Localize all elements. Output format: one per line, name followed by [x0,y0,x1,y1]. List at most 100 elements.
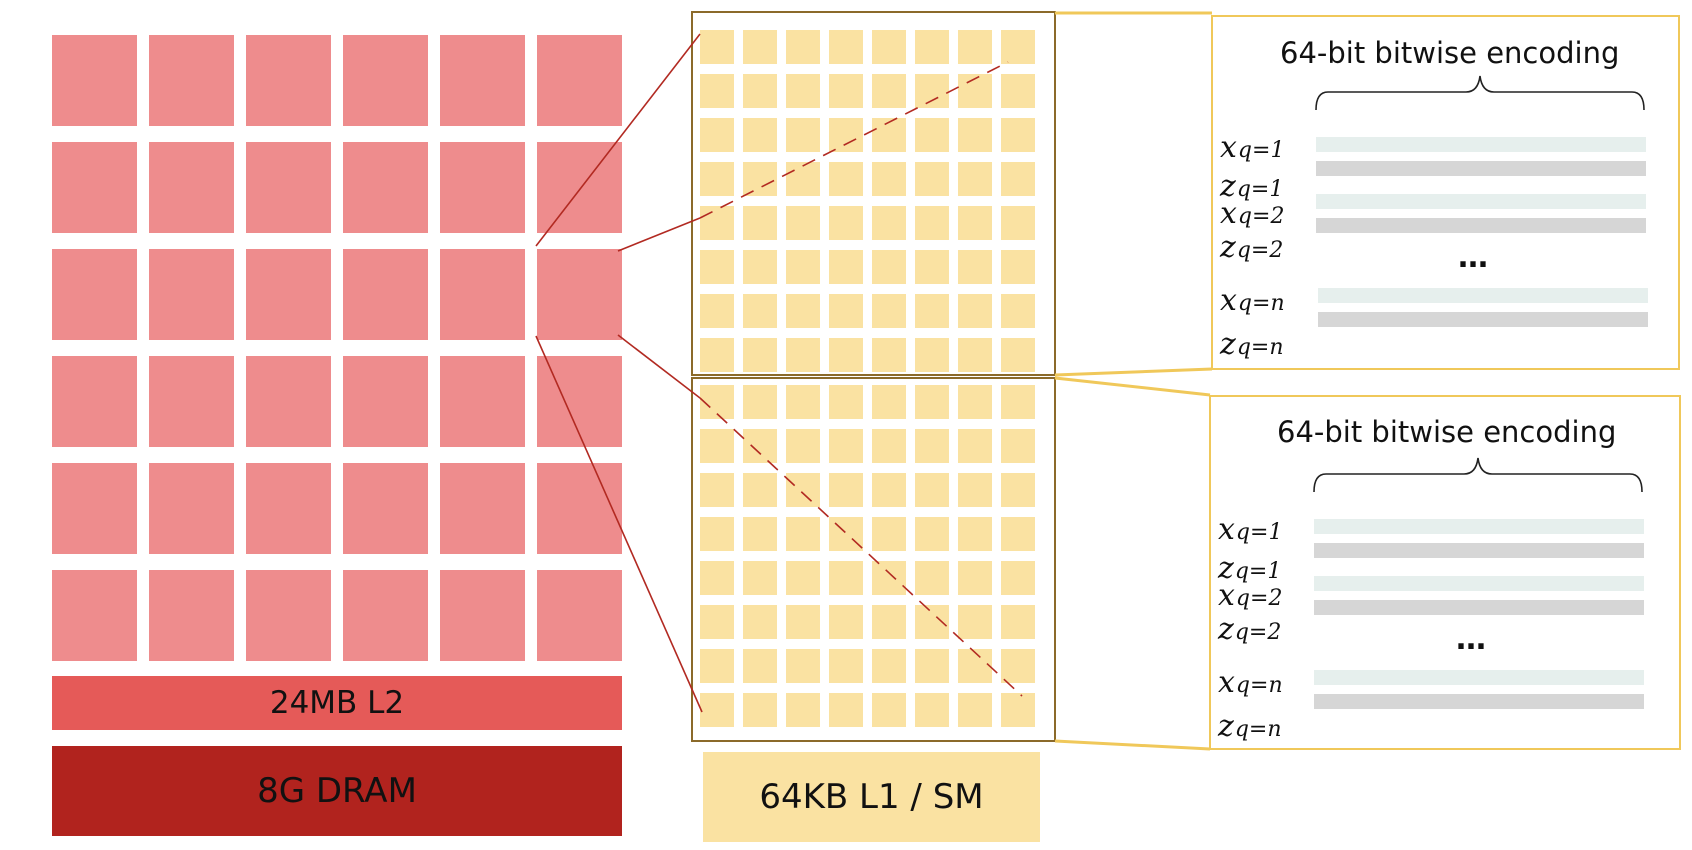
l1-cell [743,74,777,108]
l1-diagonal-bottom [699,397,1023,697]
qubit-sub: q=1 [1236,177,1284,202]
l1-cell [700,561,734,595]
l1-cell [1001,250,1035,284]
qubit-sub: q=n [1236,335,1284,360]
l1-cell [1001,385,1035,419]
sm-block [52,463,137,554]
l1-cell [958,561,992,595]
l1-cell-grid-top [700,30,1035,372]
brace-icon [1313,457,1643,493]
sm-block [343,570,428,661]
l1-cell [786,74,820,108]
ellipsis: … [1458,240,1491,275]
l1-cell [915,206,949,240]
sm-block [52,35,137,126]
l1-cell [743,162,777,196]
gold-connector-4 [1054,739,1211,751]
l1-cell [915,517,949,551]
l1-cell [872,250,906,284]
l1-cell [915,693,949,727]
sm-block [440,356,525,447]
l1-cell [786,649,820,683]
l1-cell [743,561,777,595]
dram-bar [52,746,622,836]
l1-cell [786,517,820,551]
l1-cell [1001,429,1035,463]
l1-cell [915,561,949,595]
l1-cell [872,74,906,108]
l1-cell [958,649,992,683]
sm-block [537,35,622,126]
sm-block [537,249,622,340]
l1-cell [786,605,820,639]
qubit-sub: q=2 [1235,586,1283,611]
sm-block [440,570,525,661]
l1-cell [958,693,992,727]
l1-cell [700,162,734,196]
l1-cell [829,429,863,463]
l1-cell [1001,517,1035,551]
l1-cell [829,385,863,419]
l2-cache-label: 24MB L2 [269,685,405,721]
x-bits-bar [1314,576,1644,591]
l1-cell [743,338,777,372]
l1-cell [743,30,777,64]
z-bits-bar [1314,543,1644,558]
l1-cell [872,385,906,419]
l1-cell [872,338,906,372]
sm-block [440,249,525,340]
sm-block [149,356,234,447]
l1-label-box [703,752,1040,842]
l1-cell [1001,338,1035,372]
l1-cell [786,30,820,64]
z-bits-bar [1316,218,1646,233]
qubit-label: zq=n [1220,330,1284,360]
l1-cell [786,118,820,152]
sm-block [52,356,137,447]
zoom-line-2 [617,217,701,252]
l1-cell [700,30,734,64]
l1-cell [700,338,734,372]
l1-cell [743,385,777,419]
qubit-var: z [1220,327,1236,362]
qubit-var: z [1220,230,1236,265]
encoding-panel-2 [1209,395,1681,750]
l1-cell [786,206,820,240]
gold-connector-2 [1054,367,1213,377]
qubit-var: x [1218,665,1235,700]
l1-cell [829,74,863,108]
l1-frame-bottom [691,377,1056,742]
qubit-var: x [1218,512,1235,547]
sm-block [246,356,331,447]
sm-block [343,35,428,126]
l1-cell [786,693,820,727]
qubit-label: xq=1 [1220,133,1284,163]
z-bits-bar [1314,694,1644,709]
encoding-title: 64-bit bitwise encoding [1277,415,1617,449]
qubit-sub: q=n [1237,291,1285,316]
l1-cell [1001,74,1035,108]
sm-block [440,35,525,126]
l1-cell [958,118,992,152]
sm-block [343,356,428,447]
sm-block [149,463,234,554]
l1-cell [1001,605,1035,639]
ellipsis: … [1456,622,1489,657]
l1-cell [786,250,820,284]
encoding-title: 64-bit bitwise encoding [1280,36,1620,70]
qubit-var: x [1220,196,1237,231]
l1-cell [786,473,820,507]
l1-cell [829,561,863,595]
l1-cell [915,74,949,108]
l1-cell [958,517,992,551]
qubit-label: zq=n [1218,712,1282,742]
qubit-label: zq=1 [1220,172,1283,202]
qubit-label: zq=2 [1218,615,1281,645]
sm-block-grid [52,35,622,661]
qubit-var: z [1218,709,1234,744]
sm-block [343,142,428,233]
l1-cell [700,385,734,419]
l1-cell [700,649,734,683]
l1-cell [700,206,734,240]
